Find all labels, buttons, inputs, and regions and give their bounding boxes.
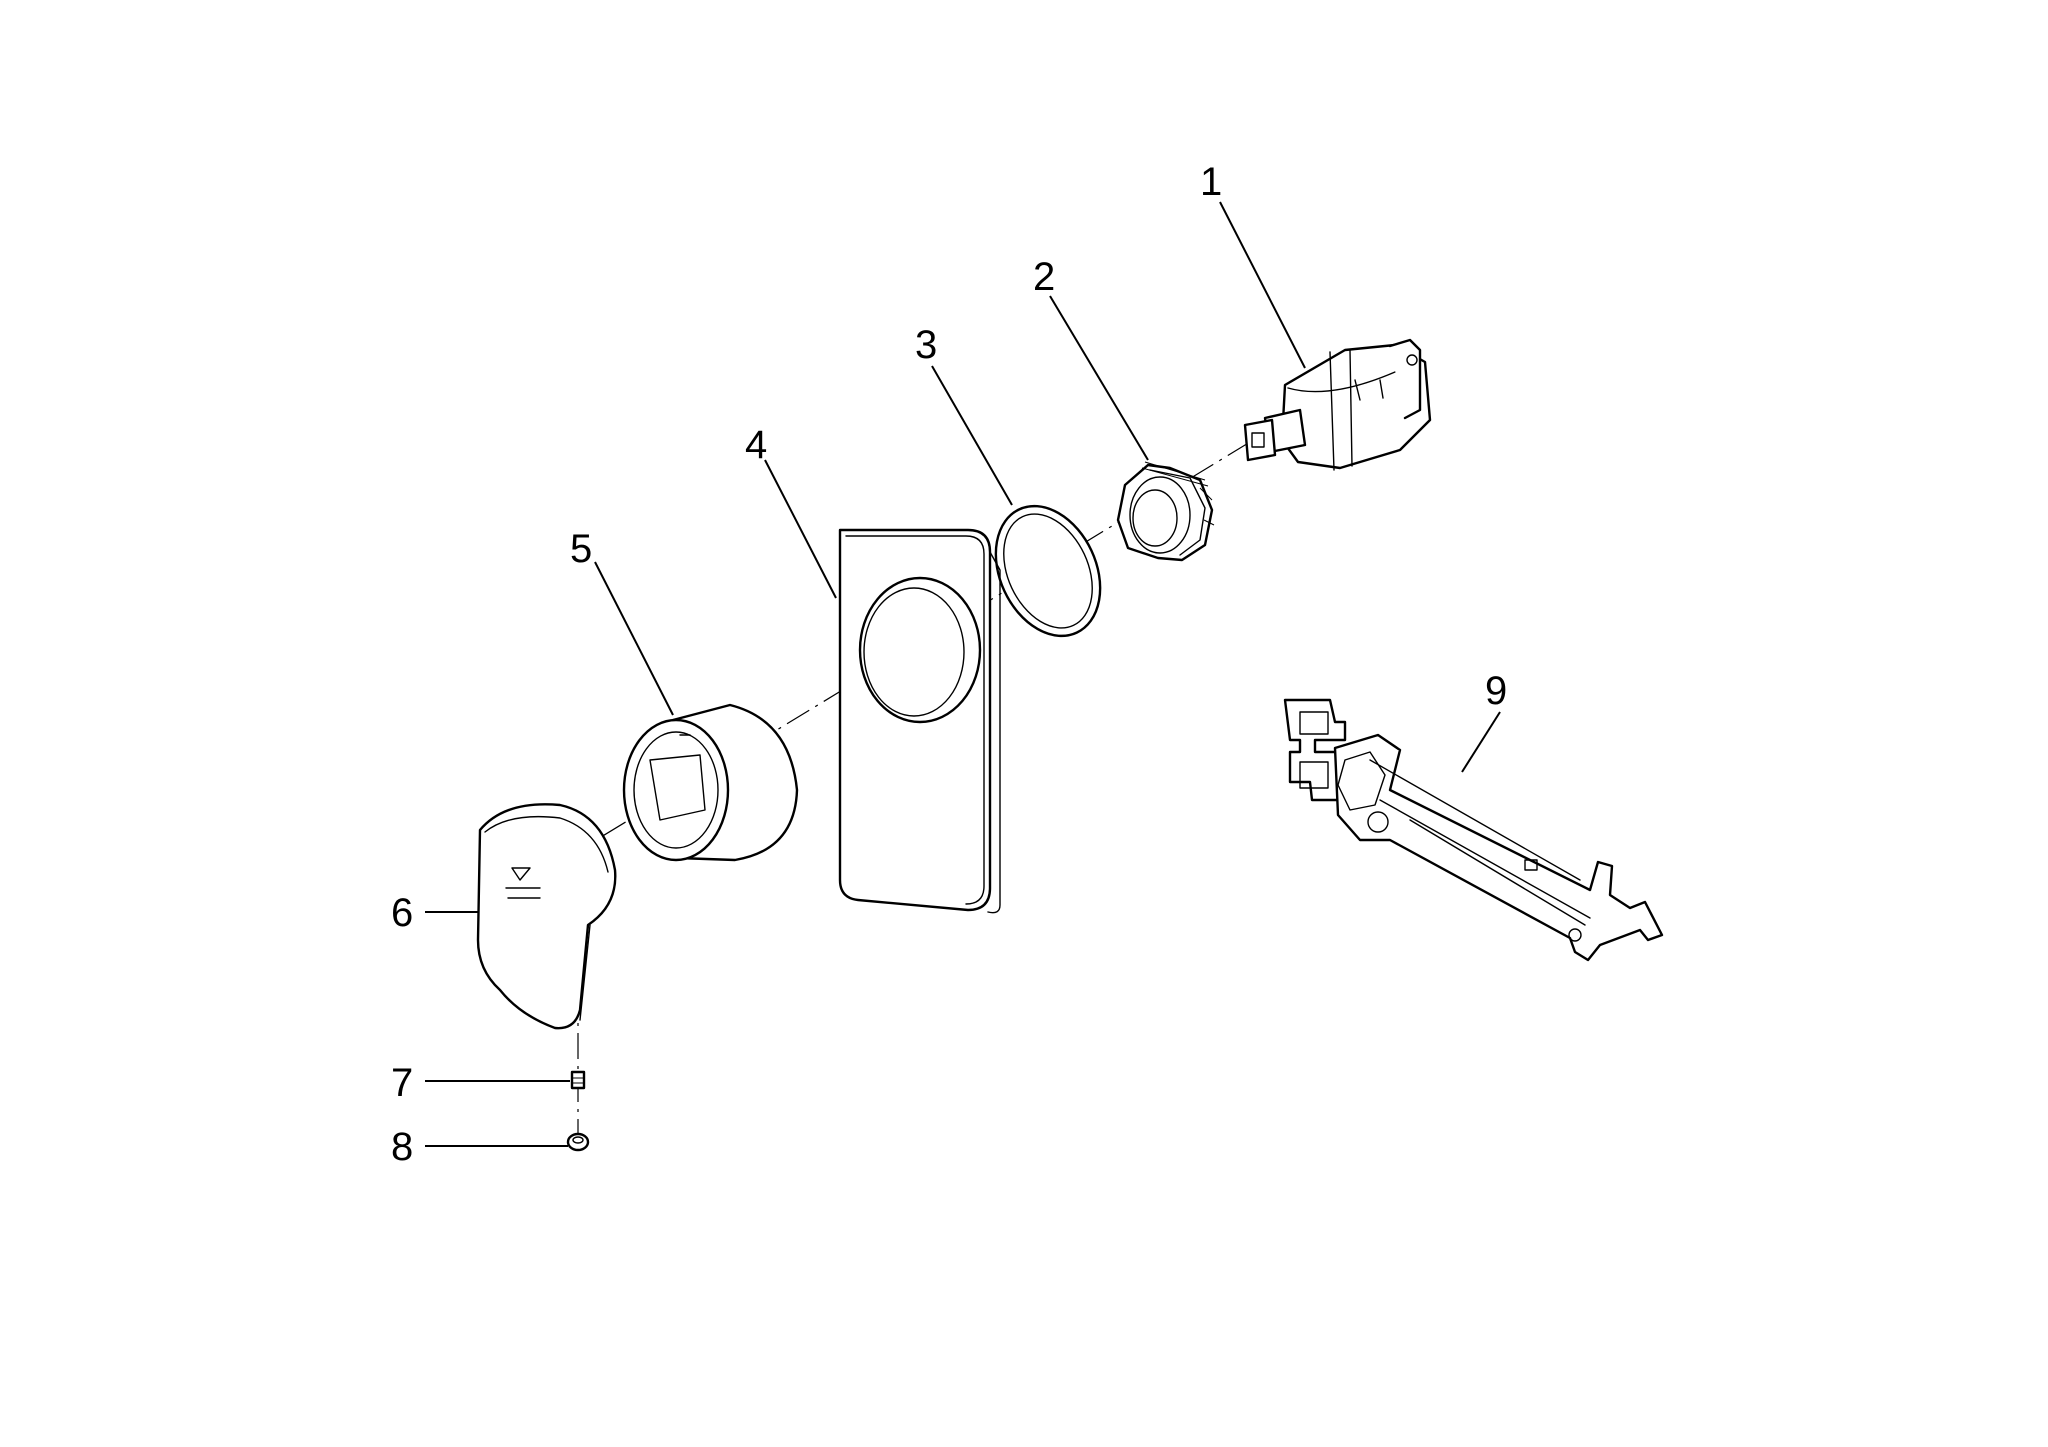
callout-4: 4 (745, 423, 767, 467)
callout-7: 7 (391, 1061, 413, 1105)
callout-8: 8 (391, 1125, 413, 1169)
lever-handle-icon (476, 803, 617, 1030)
cap-icon (566, 1132, 590, 1152)
cartridge-icon (1243, 338, 1432, 471)
leader-line-4 (764, 459, 837, 599)
callout-5: 5 (570, 527, 592, 571)
leader-line-5 (594, 561, 674, 716)
callout-1: 1 (1200, 160, 1222, 204)
threaded-nut-icon (1116, 461, 1215, 562)
sleeve-icon (622, 703, 799, 862)
callout-6: 6 (391, 891, 413, 935)
grub-screw-icon (570, 1070, 586, 1090)
leader-line-9 (1461, 711, 1501, 773)
leader-line-1 (1219, 201, 1306, 369)
callout-9: 9 (1485, 669, 1507, 713)
leader-line-3 (931, 365, 1013, 506)
assembly-wrench-icon (1283, 698, 1664, 962)
callout-2: 2 (1033, 255, 1055, 299)
callout-3: 3 (915, 323, 937, 367)
o-ring-icon (994, 504, 1102, 638)
leader-line-2 (1049, 295, 1149, 461)
cover-plate-icon (838, 528, 1001, 914)
